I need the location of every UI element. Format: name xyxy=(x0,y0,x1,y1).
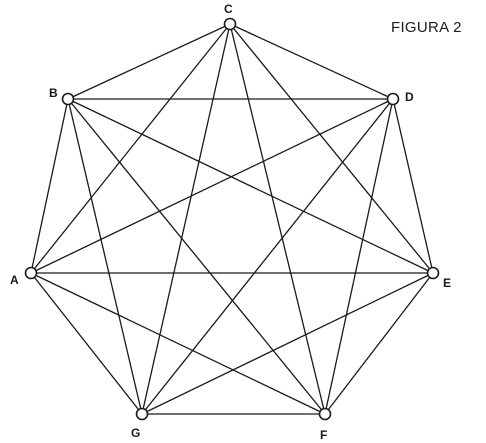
edge-c-f xyxy=(229,23,326,415)
node-e xyxy=(426,266,440,280)
nodes-layer xyxy=(24,17,440,421)
node-d xyxy=(386,92,400,106)
edge-c-g xyxy=(141,23,231,415)
node-label-d: D xyxy=(405,90,414,104)
node-label-f: F xyxy=(320,428,327,442)
edges-layer xyxy=(30,23,434,415)
node-c xyxy=(223,17,237,31)
edge-a-c xyxy=(30,23,231,274)
edge-a-d xyxy=(30,98,394,274)
edge-e-f xyxy=(324,272,434,415)
labels-layer: C B D A E G F xyxy=(10,2,451,442)
edge-a-b xyxy=(30,98,69,274)
edge-b-g xyxy=(67,98,143,415)
edge-b-f xyxy=(67,98,326,415)
edge-b-c xyxy=(67,23,231,100)
node-label-a: A xyxy=(10,273,19,287)
edge-e-g xyxy=(141,272,434,415)
node-g xyxy=(135,407,149,421)
node-f xyxy=(318,407,332,421)
edge-b-e xyxy=(67,98,434,274)
node-label-e: E xyxy=(443,276,451,290)
edge-a-g xyxy=(30,272,143,415)
node-a xyxy=(24,266,38,280)
edge-c-e xyxy=(229,23,434,274)
edge-c-d xyxy=(229,23,394,100)
edge-d-f xyxy=(324,98,394,415)
edge-d-e xyxy=(392,98,434,274)
edge-a-f xyxy=(30,272,326,415)
figure-title: FIGURA 2 xyxy=(391,19,462,36)
node-label-g: G xyxy=(131,426,140,440)
edge-d-g xyxy=(141,98,394,415)
node-label-b: B xyxy=(49,86,58,100)
node-label-c: C xyxy=(224,2,233,16)
node-b xyxy=(61,92,75,106)
